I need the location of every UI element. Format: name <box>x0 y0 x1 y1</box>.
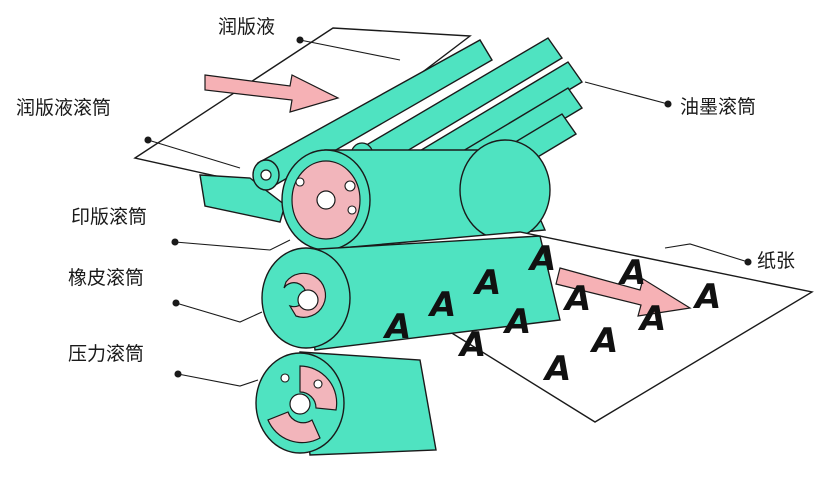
printed-letter: A <box>502 302 531 342</box>
label-blanket-cylinder: 橡皮滚筒 <box>68 267 145 289</box>
feed-arrow-icon <box>204 74 340 113</box>
printed-letter: A <box>382 307 411 347</box>
printed-letter: A <box>472 263 501 303</box>
label-impression-cylinder: 压力滚筒 <box>68 343 145 365</box>
label-dampening-roller: 润版液滚筒 <box>16 97 112 119</box>
label-ink-rollers: 油墨滚筒 <box>680 96 757 118</box>
printed-letter: A <box>562 279 591 319</box>
printed-letter: A <box>589 321 618 361</box>
printed-letter: A <box>542 349 571 389</box>
printed-letter: A <box>692 277 721 317</box>
impression-cylinder <box>255 351 437 456</box>
plate-cylinder <box>281 139 551 251</box>
dampening-tray <box>199 174 286 223</box>
printed-letter: A <box>617 253 646 293</box>
printed-letter: A <box>637 299 666 339</box>
printed-letter: A <box>427 285 456 325</box>
output-arrow-icon <box>555 267 692 317</box>
label-dampening-solution: 润版液 <box>218 16 276 38</box>
printed-letter: A <box>527 239 556 279</box>
leader-lines <box>144 36 752 387</box>
label-paper: 纸张 <box>757 250 796 272</box>
printed-letter: A <box>457 325 486 365</box>
label-plate-cylinder: 印版滚筒 <box>71 206 148 228</box>
blanket-cylinder <box>261 235 561 351</box>
printed-letters: A A A A A A A A A A A A <box>382 239 721 389</box>
